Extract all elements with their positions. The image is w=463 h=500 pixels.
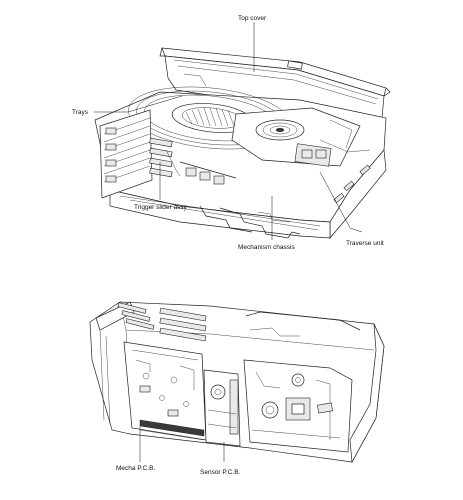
- label-traverse-unit: Traverse unit: [346, 240, 384, 247]
- lower-mechanism-figure: Mecha P.C.B. Sensor P.C.B.: [89, 301, 385, 476]
- traverse-unit-part: [231, 107, 371, 167]
- label-top-cover: Top cover: [238, 15, 267, 22]
- lower-leader-lines: [139, 426, 225, 462]
- trigger-slider-part: [165, 149, 237, 185]
- mecha-pcb-part: [123, 341, 207, 441]
- lower-traverse-area: [243, 359, 353, 453]
- label-trigger-slider: Trigger slider assy: [134, 204, 188, 211]
- label-mechanism-chassis: Mechanism chassis: [238, 244, 295, 251]
- lower-tray-fingers: [95, 301, 207, 425]
- upper-leader-lines: [94, 22, 363, 240]
- label-trays: Trays: [72, 109, 89, 116]
- label-sensor-pcb: Sensor P.C.B.: [200, 469, 241, 476]
- upper-mechanism-figure: Top cover Trays Trigger slider assy Mech…: [72, 15, 391, 251]
- top-cover-part: [159, 47, 391, 119]
- sensor-pcb-part: [203, 369, 241, 447]
- trays-part: [99, 86, 292, 199]
- label-mecha-pcb: Mecha P.C.B.: [116, 465, 155, 472]
